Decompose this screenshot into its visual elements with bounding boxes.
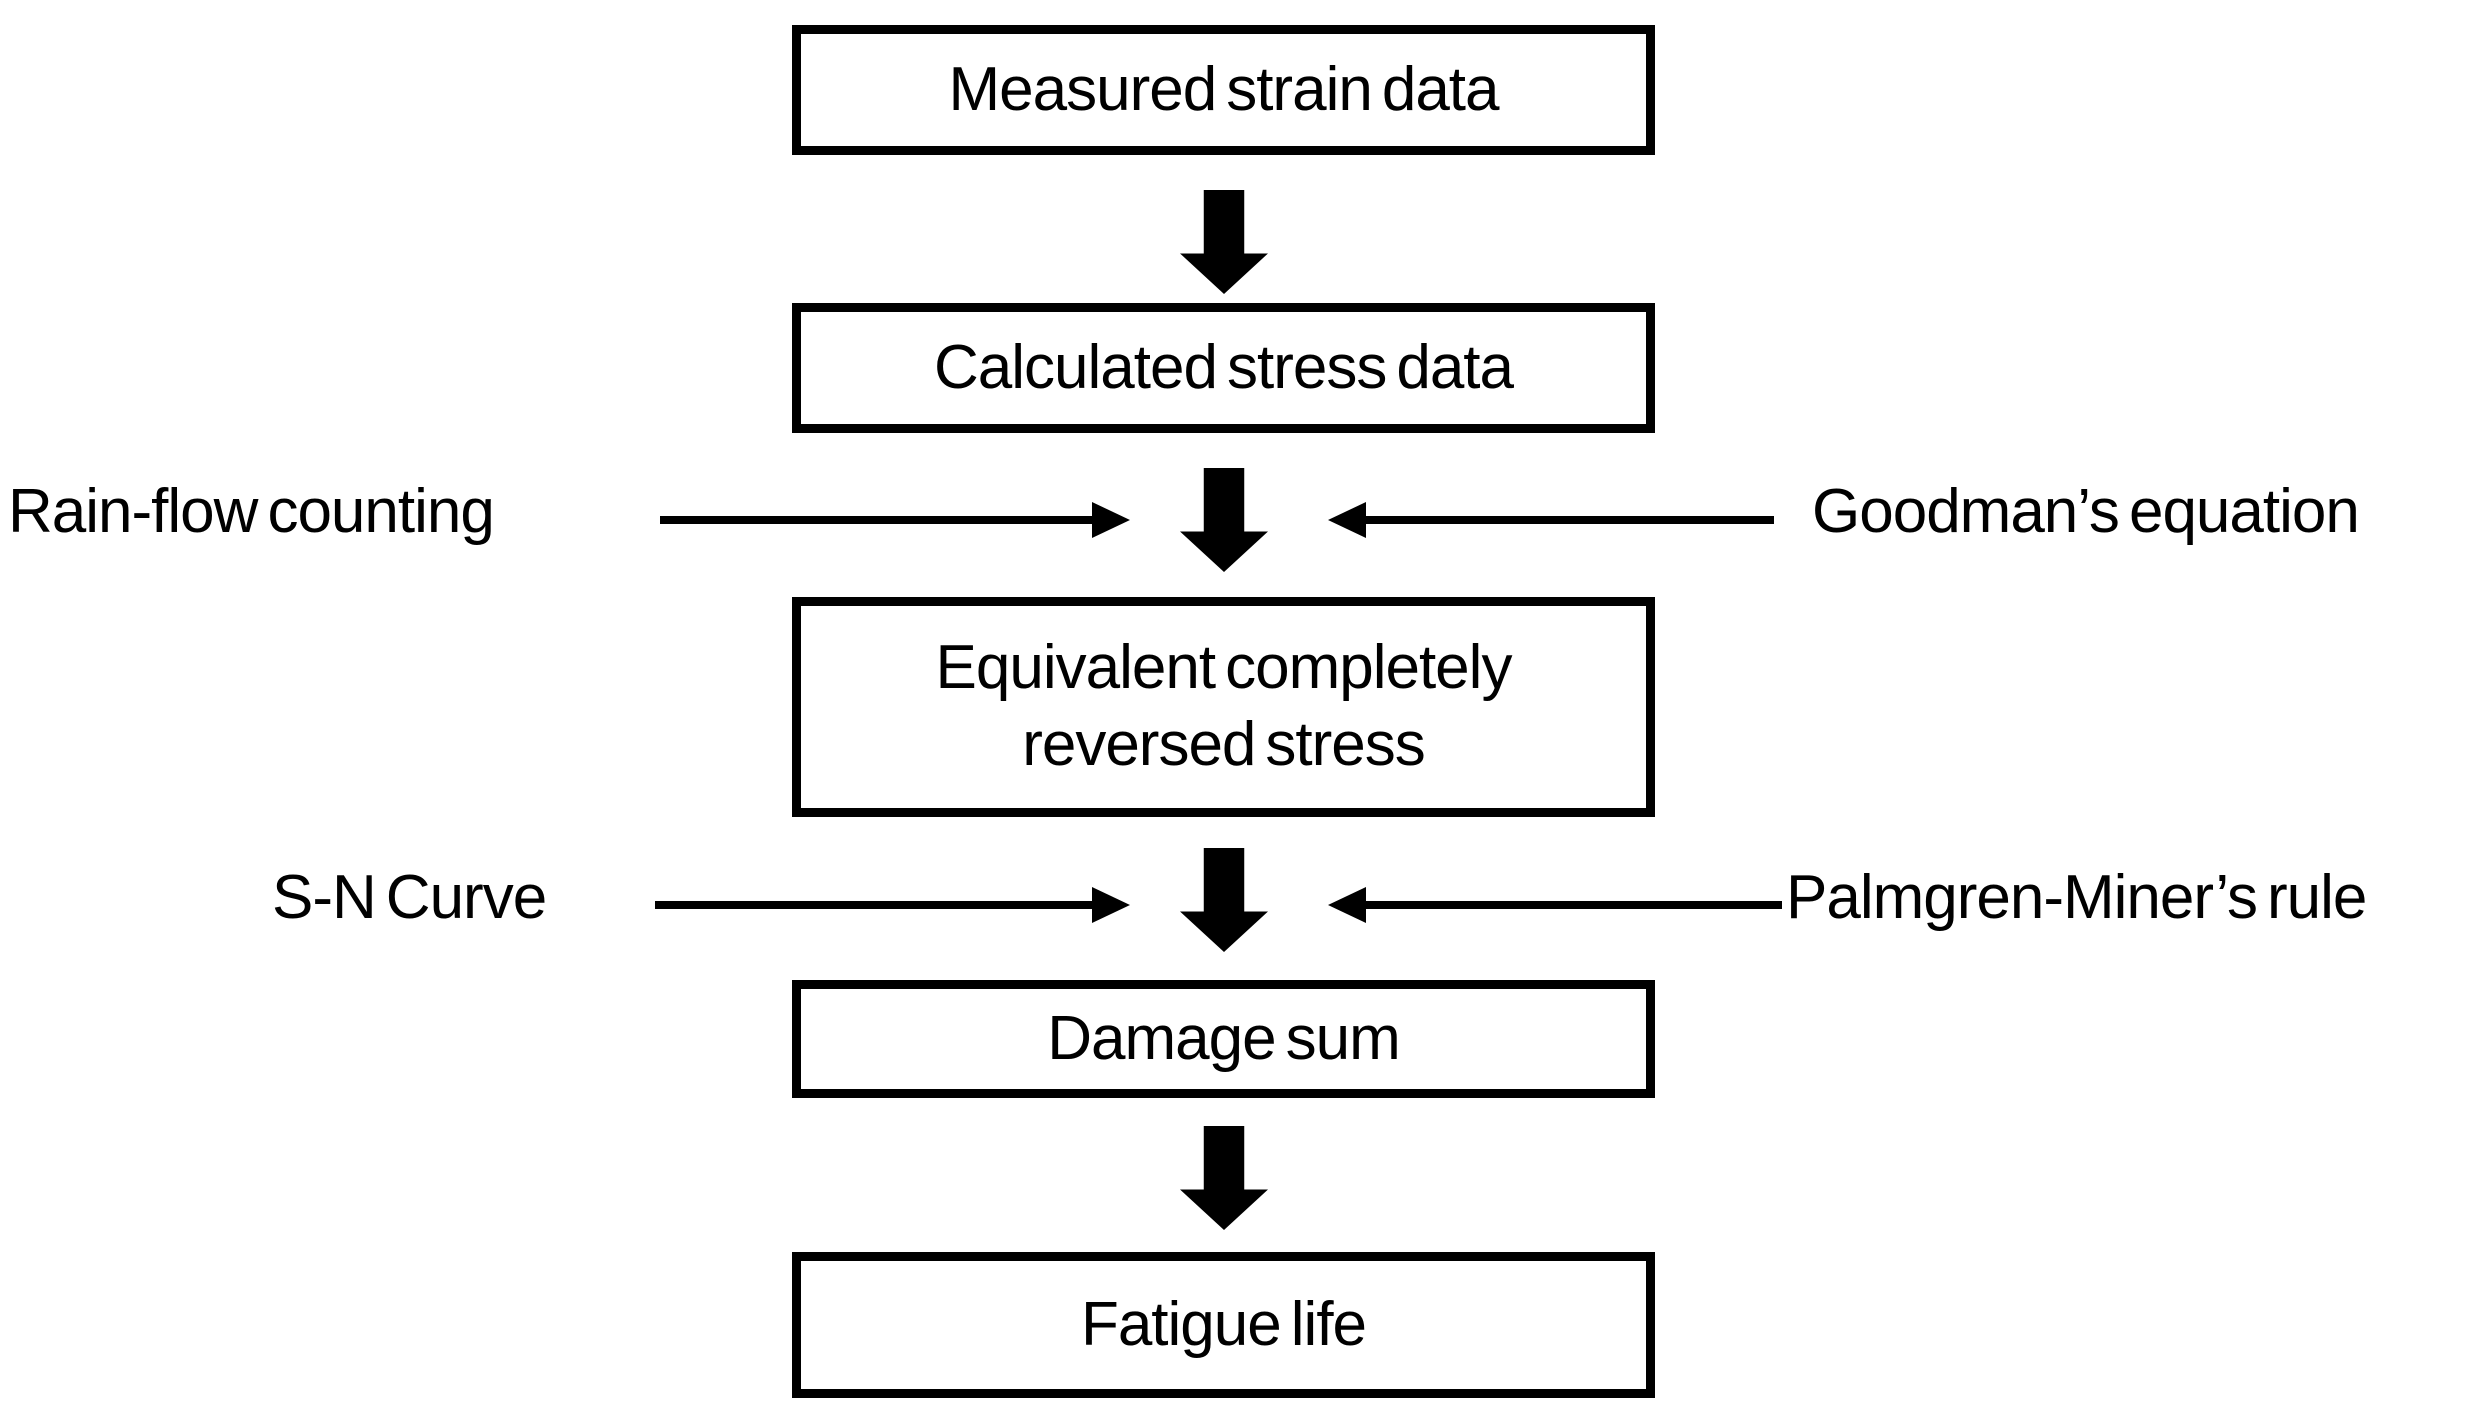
right-arrowhead-icon — [1092, 502, 1130, 538]
flow-box-label: Calculated stress data — [933, 332, 1514, 402]
down-arrow-icon — [1180, 190, 1268, 294]
flow-box-damage-sum: Damage sum — [792, 980, 1655, 1098]
down-arrow-icon — [1180, 1126, 1268, 1230]
left-arrowhead-icon — [1328, 887, 1366, 923]
flow-box-equivalent-completely-reversed-stress: Equivalent completely reversed stress — [792, 597, 1655, 817]
rainflow-arrow-line — [660, 516, 1096, 524]
goodman-arrow-line — [1362, 516, 1774, 524]
side-label-palmgren-miners-rule: Palmgren-Miner’s rule — [1786, 863, 2367, 932]
sncurve-arrow-line — [655, 901, 1096, 909]
side-label-s-n-curve: S-N Curve — [272, 863, 547, 932]
flow-box-label: Equivalent completely reversed stress — [935, 633, 1513, 779]
side-label-rain-flow-counting: Rain-flow counting — [8, 477, 495, 546]
down-arrow-icon — [1180, 848, 1268, 952]
flow-box-label: Measured strain data — [948, 54, 1499, 124]
down-arrow-icon — [1180, 468, 1268, 572]
flow-box-calculated-stress-data: Calculated stress data — [792, 303, 1655, 433]
right-arrowhead-icon — [1092, 887, 1130, 923]
flow-box-label: Damage sum — [1047, 1003, 1401, 1073]
left-arrowhead-icon — [1328, 502, 1366, 538]
flow-box-measured-strain-data: Measured strain data — [792, 25, 1655, 155]
flow-box-label: Fatigue life — [1080, 1289, 1367, 1359]
palmgren-arrow-line — [1362, 901, 1782, 909]
side-label-goodmans-equation: Goodman’s equation — [1812, 477, 2360, 546]
flow-box-fatigue-life: Fatigue life — [792, 1252, 1655, 1398]
